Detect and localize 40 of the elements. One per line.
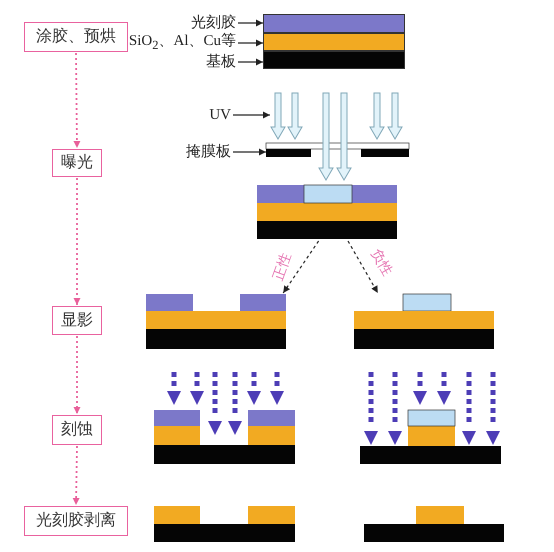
- flow-arrow: [74, 336, 80, 414]
- etched-wafer-cross-section: [360, 372, 501, 464]
- step-label: 光刻胶剥离: [36, 512, 116, 530]
- step-label: 涂胶、预烘: [36, 28, 116, 46]
- leader-line: [233, 148, 266, 156]
- developed-wafer-cross-section: [146, 294, 286, 349]
- step-box: [52, 149, 102, 177]
- leader-line: [238, 20, 263, 26]
- edge-label: 正性: [270, 251, 295, 283]
- branch-arrow: [282, 240, 320, 294]
- step-label: 显影: [61, 312, 93, 330]
- step-label: 曝光: [61, 154, 93, 172]
- layer-label: SiO$_{2}$、Al、Cu等: [128, 33, 236, 53]
- etched-wafer-cross-section: [154, 372, 295, 464]
- exposed-wafer-cross-section: [257, 185, 397, 239]
- photomask: [266, 143, 409, 157]
- step-box: [52, 306, 102, 335]
- step-box: [52, 415, 102, 445]
- photoresist-layer: [263, 14, 405, 33]
- flow-arrow: [74, 178, 80, 305]
- branch-arrow: [347, 240, 378, 294]
- layer-label: 光刻胶: [191, 14, 236, 32]
- leader-line: [233, 112, 270, 118]
- step-box: [24, 506, 128, 536]
- leader-line: [238, 40, 263, 46]
- leader-line: [238, 58, 263, 66]
- developed-wafer-cross-section: [354, 294, 494, 349]
- mask-label: 掩膜板: [186, 144, 231, 160]
- stripped-wafer-cross-section: [154, 506, 295, 542]
- uv-label: UV: [209, 106, 231, 124]
- metal-film-layer: [263, 33, 405, 51]
- flow-arrow: [73, 53, 80, 148]
- edge-label: 负性: [367, 247, 395, 279]
- substrate-layer: [263, 51, 405, 69]
- layer-label: 基板: [206, 54, 236, 70]
- step-box: [24, 22, 128, 52]
- step-label: 刻蚀: [61, 421, 93, 439]
- flow-arrow: [72, 446, 80, 506]
- uv-light-arrows: [270, 93, 404, 181]
- stripped-wafer-cross-section: [364, 506, 504, 542]
